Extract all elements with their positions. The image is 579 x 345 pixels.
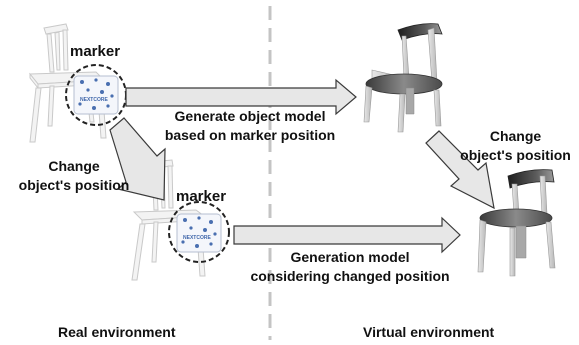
arrow-change-position-left	[109, 117, 166, 201]
virtual-chair-original	[363, 23, 443, 133]
change-position-label-right: Change object's position	[452, 127, 579, 165]
virtual-environment-label: Virtual environment	[363, 324, 495, 340]
change-right-line-1: Change	[489, 128, 542, 144]
generation-line-1: Generation model	[290, 249, 410, 265]
virtual-chair-moved	[477, 169, 556, 277]
generation-line-2: considering changed position	[250, 268, 450, 284]
change-position-label-left: Change object's position	[4, 157, 144, 195]
arrow-generate-model	[125, 78, 357, 116]
marker-label-top: marker	[70, 43, 121, 60]
generate-model-label: Generate object model based on marker po…	[140, 107, 360, 145]
change-left-line-2: object's position	[18, 177, 130, 193]
marker-label-bottom: marker	[176, 188, 227, 205]
arrow-change-position-right	[425, 130, 495, 210]
generate-line-2: based on marker position	[164, 127, 336, 143]
change-right-line-2: object's position	[460, 147, 571, 163]
change-left-line-1: Change	[48, 158, 100, 174]
marker-logo-bottom: NEXTCORE	[183, 235, 211, 241]
marker-bottom: NEXTCORE	[168, 201, 230, 263]
arrow-generation-model	[233, 216, 461, 254]
generate-line-1: Generate object model	[174, 108, 326, 124]
generation-model-label: Generation model considering changed pos…	[240, 248, 460, 286]
marker-logo-top: NEXTCORE	[80, 97, 108, 103]
real-environment-label: Real environment	[58, 324, 176, 340]
